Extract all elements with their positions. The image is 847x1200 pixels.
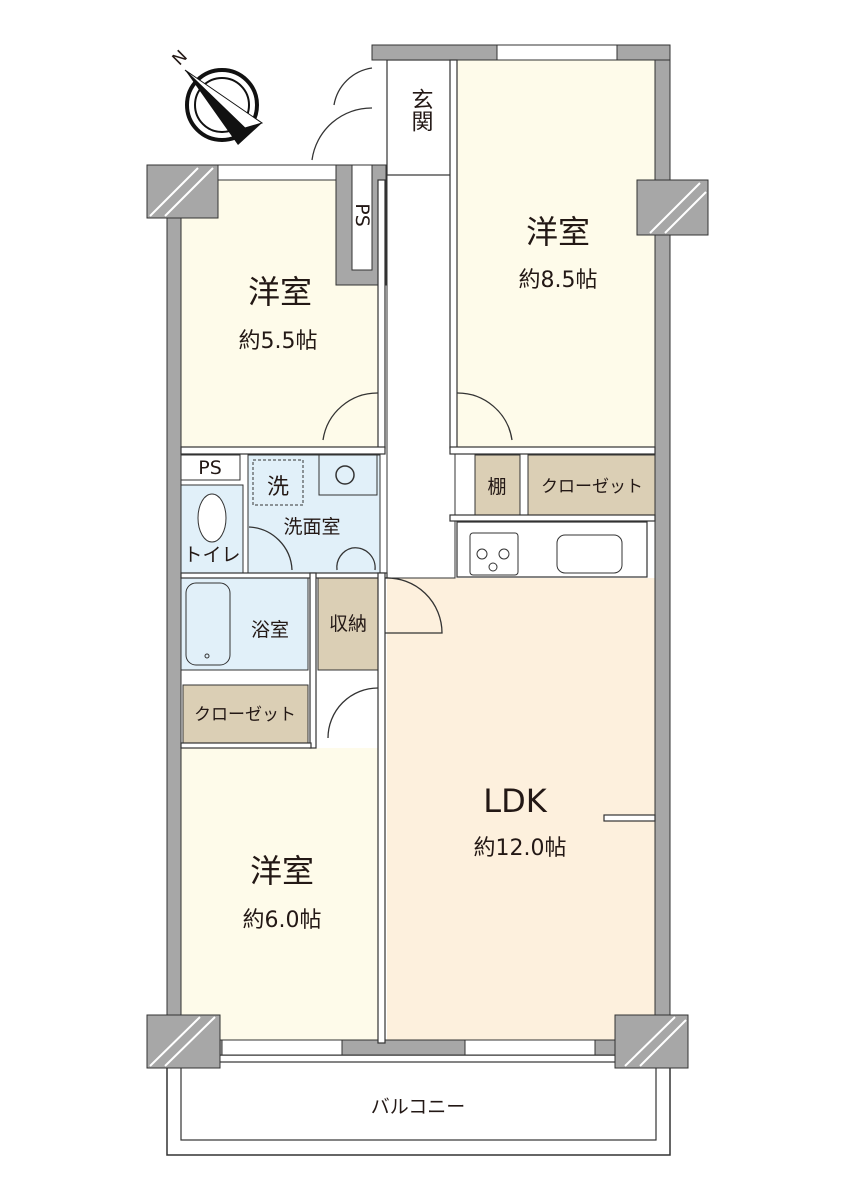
compass-icon: N xyxy=(169,47,264,145)
room-entrance-name: 玄関 xyxy=(408,88,433,132)
shelf xyxy=(474,454,521,516)
room-western-a-size: 約5.5帖 xyxy=(239,329,318,354)
closet-left-label: クローゼット xyxy=(194,705,296,725)
washer-label: 洗 xyxy=(267,475,289,500)
room-western-b-size: 約8.5帖 xyxy=(519,268,598,293)
washroom-label: 洗面室 xyxy=(283,516,340,538)
toilet-icon xyxy=(197,493,227,543)
sink-icon xyxy=(556,534,623,574)
room-western-b-name: 洋室 xyxy=(526,213,590,251)
doors xyxy=(248,67,513,739)
toilet-label: トイレ xyxy=(183,544,240,566)
closet-left xyxy=(182,684,309,744)
room-ldk-size: 約12.0帖 xyxy=(474,836,567,861)
stove-icon xyxy=(469,532,519,576)
windows xyxy=(217,44,618,1056)
room-western-a-name: 洋室 xyxy=(248,273,312,311)
washer-space xyxy=(252,459,304,506)
compass-north-label: N xyxy=(169,47,192,70)
column-hatch xyxy=(149,167,707,1067)
room-western-c xyxy=(181,748,378,1040)
shelf-label: 棚 xyxy=(487,476,506,498)
bath-label: 浴室 xyxy=(251,619,289,641)
kitchen-counter xyxy=(456,521,648,578)
room-ldk-name: LDK xyxy=(483,782,547,820)
ps-lower xyxy=(180,454,241,481)
ps-lower-label: PS xyxy=(198,457,222,479)
storage-label: 収納 xyxy=(329,613,367,635)
ps-upper-label: PS xyxy=(351,203,373,227)
closet-right-label: クローゼット xyxy=(541,477,643,497)
room-ldk xyxy=(387,578,655,1040)
washbasin-icon xyxy=(318,454,378,496)
room-western-c-name: 洋室 xyxy=(250,852,314,890)
bathtub-icon xyxy=(185,582,231,666)
room-western-b xyxy=(457,60,655,447)
storage xyxy=(317,577,379,671)
balcony: バルコニー xyxy=(166,1054,671,1156)
ps-upper xyxy=(351,164,373,271)
balcony-label: バルコニー xyxy=(371,1096,466,1118)
room-western-c-size: 約6.0帖 xyxy=(243,908,322,933)
partitions xyxy=(180,59,656,1044)
room-entrance xyxy=(386,59,456,176)
